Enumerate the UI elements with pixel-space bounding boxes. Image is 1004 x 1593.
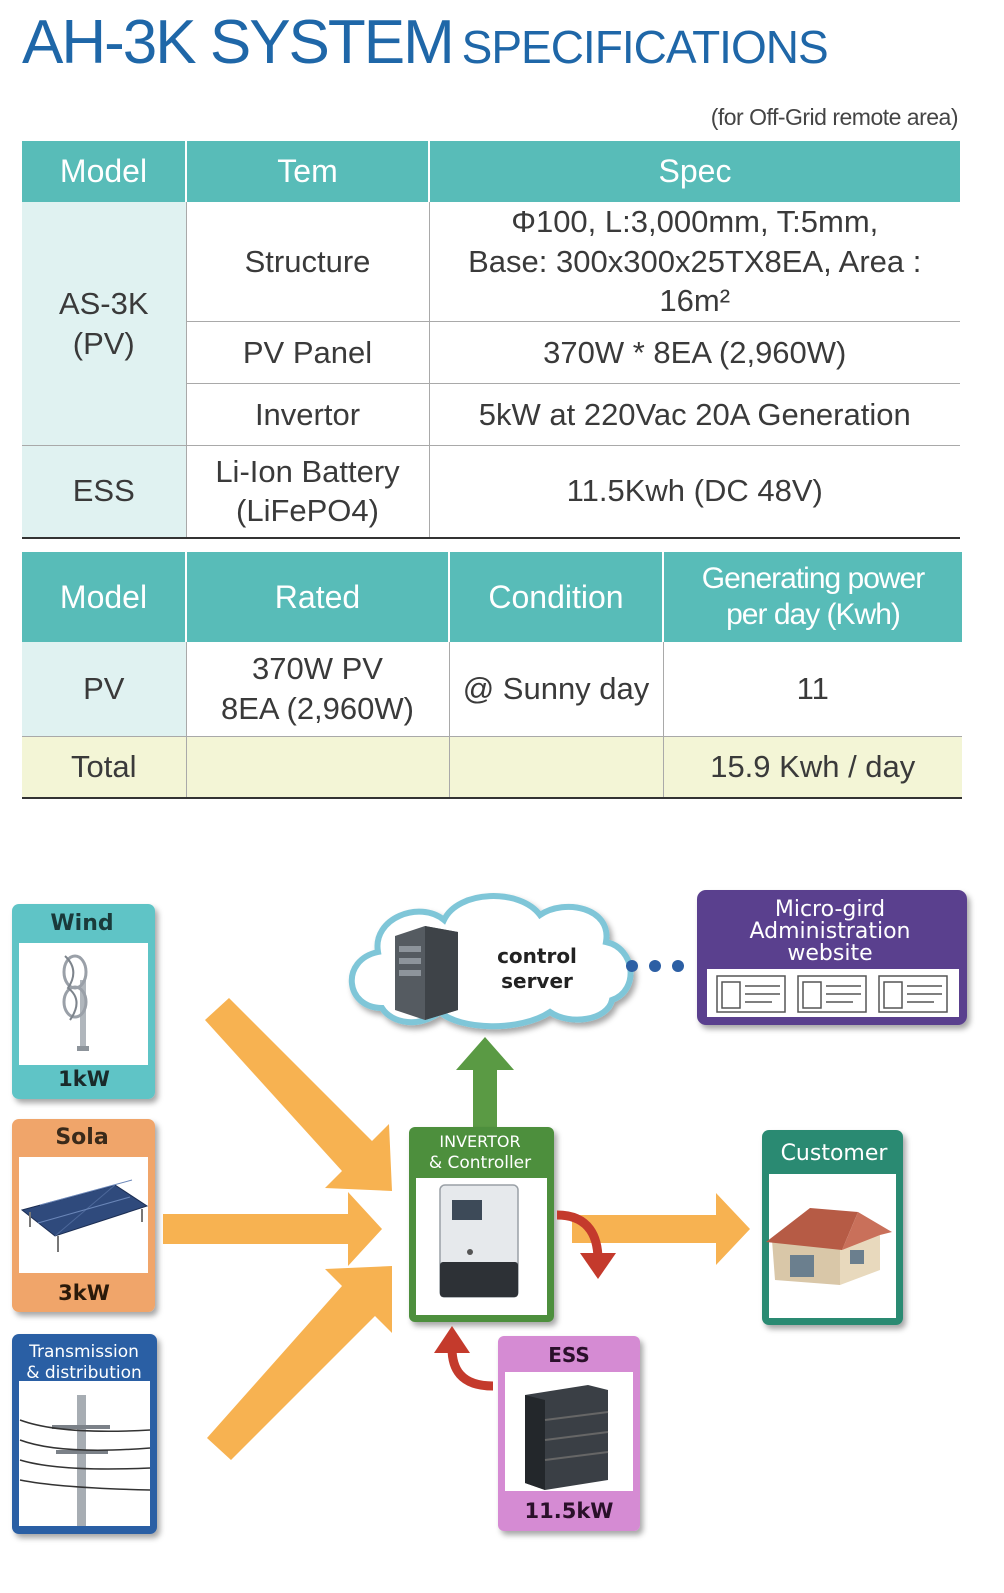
table-row: Invertor 5kW at 220Vac 20A Generation [22, 383, 960, 447]
table-row: Total 15.9 Kwh / day [22, 736, 962, 799]
header-spec: Spec [428, 141, 960, 202]
spec-structure-line1: Φ100, L:3,000mm, T:5mm, [511, 204, 879, 239]
gen-header-model: Model [22, 552, 186, 642]
sola-value: 3kW [58, 1281, 110, 1305]
table-row: AS-3K (PV) Structure Φ100, L:3,000mm, T:… [22, 202, 960, 447]
microgrid-admin-card: Micro-gird Administration website [697, 890, 967, 1025]
arrow-wind-to-inverter [205, 998, 392, 1191]
spec-battery: 11.5Kwh (DC 48V) [428, 445, 960, 539]
house-icon [766, 1208, 892, 1285]
sola-title: Sola [55, 1125, 108, 1150]
off-grid-note: (for Off-Grid remote area) [710, 104, 959, 130]
header-item: Tem [185, 141, 429, 202]
gen-model-pv: PV [22, 642, 186, 737]
table-row: ESS Li-Ion Battery (LiFePO4) 11.5Kwh (DC… [22, 445, 960, 539]
generation-table: Model Rated Condition Generating power p… [22, 552, 962, 799]
inverter-line1: INVERTOR [439, 1132, 520, 1151]
arrow-sola-to-inverter [163, 1192, 382, 1266]
transmission-card: Transmission & distribution [12, 1334, 157, 1534]
server-icon [395, 926, 458, 1020]
gen-table-header-row: Model Rated Condition Generating power p… [22, 552, 962, 642]
gen-power-pv: 11 [662, 642, 962, 737]
spec-structure-line2: Base: 300x300x25TX8EA, Area : 16m² [468, 243, 922, 319]
item-pv-panel: PV Panel [185, 321, 429, 385]
title-sub: SPECIFICATIONS [461, 21, 829, 73]
microgrid-line1: Micro-gird [775, 897, 885, 922]
arrow-inverter-to-server [456, 1037, 514, 1128]
table-row: PV 370W PV 8EA (2,960W) @ Sunny day 11 [22, 642, 962, 737]
customer-title: Customer [781, 1141, 889, 1166]
inverter-line2: & Controller [429, 1153, 531, 1173]
spec-table-header-row: Model Tem Spec [22, 141, 960, 202]
system-spec-table: Model Tem Spec AS-3K (PV) Structure Φ100… [22, 141, 960, 539]
arrow-ess-to-inverter [434, 1326, 494, 1391]
ess-value: 11.5kW [525, 1499, 614, 1523]
transmission-title-line1: Transmission [28, 1342, 139, 1362]
power-pole-icon [19, 1395, 151, 1526]
transmission-title-line2: & distribution [26, 1363, 142, 1383]
total-label: Total [22, 736, 186, 799]
customer-card: Customer [762, 1130, 903, 1325]
total-rated [185, 736, 449, 799]
spec-pv-panel: 370W * 8EA (2,960W) [428, 321, 960, 385]
sola-card: Sola 3kW [12, 1119, 155, 1312]
model-pv-cell: AS-3K (PV) [22, 202, 186, 447]
control-server-line2: server [501, 969, 573, 993]
spec-structure: Φ100, L:3,000mm, T:5mm, Base: 300x300x25… [428, 202, 960, 323]
control-server-cloud: control server [348, 893, 634, 1030]
gen-rated-pv: 370W PV 8EA (2,960W) [185, 642, 449, 737]
inverter-controller-card: INVERTOR & Controller [409, 1127, 554, 1322]
item-battery: Li-Ion Battery (LiFePO4) [185, 445, 429, 539]
microgrid-line3: website [787, 941, 872, 966]
model-pv-name: AS-3K [58, 285, 149, 321]
model-pv-type: (PV) [72, 325, 135, 361]
item-battery-line1: Li-Ion Battery [215, 453, 400, 489]
solar-panel-icon [20, 1179, 149, 1252]
gen-header-condition: Condition [448, 552, 663, 642]
gen-header-rated: Rated [185, 552, 449, 642]
system-diagram: Wind 1kW Sola 3kW [12, 890, 967, 1534]
ess-title: ESS [548, 1343, 590, 1367]
inverter-device-icon [439, 1184, 519, 1298]
ess-card: ESS 11.5kW [498, 1336, 640, 1531]
connector-dots [626, 960, 684, 972]
gen-header-power: Generating power per day (Kwh) [662, 552, 962, 642]
wind-turbine-icon [62, 954, 89, 1051]
wind-value: 1kW [58, 1067, 110, 1091]
model-ess: ESS [22, 445, 186, 539]
total-power: 15.9 Kwh / day [662, 736, 962, 799]
gen-condition-pv: @ Sunny day [448, 642, 663, 737]
gen-header-power-line2: per day (Kwh) [726, 598, 901, 631]
item-invertor: Invertor [185, 383, 429, 447]
total-condition [448, 736, 663, 799]
spec-invertor: 5kW at 220Vac 20A Generation [428, 383, 960, 447]
arrow-transmission-to-inverter [207, 1266, 392, 1460]
wind-card: Wind 1kW [12, 904, 155, 1099]
arrow-inverter-to-ess [556, 1210, 616, 1279]
item-battery-line2: (LiFePO4) [236, 493, 379, 529]
table-row: PV Panel 370W * 8EA (2,960W) [22, 321, 960, 385]
title-main: AH-3K SYSTEM [22, 8, 455, 77]
wind-title: Wind [50, 911, 113, 936]
gen-rated-line1: 370W PV [252, 651, 383, 687]
page-title: AH-3K SYSTEM SPECIFICATIONS [22, 12, 829, 74]
gen-rated-line2: 8EA (2,960W) [221, 690, 414, 726]
website-icon [716, 975, 786, 1013]
arrow-inverter-to-customer [572, 1193, 750, 1265]
website-icon [878, 975, 948, 1013]
gen-header-power-line1: Generating power [701, 562, 925, 595]
website-icon [797, 975, 867, 1013]
control-server-line1: control [497, 944, 577, 968]
microgrid-line2: Administration [750, 919, 911, 944]
battery-cabinet-icon [525, 1385, 609, 1490]
header-model: Model [22, 141, 186, 202]
item-structure: Structure [185, 202, 429, 323]
